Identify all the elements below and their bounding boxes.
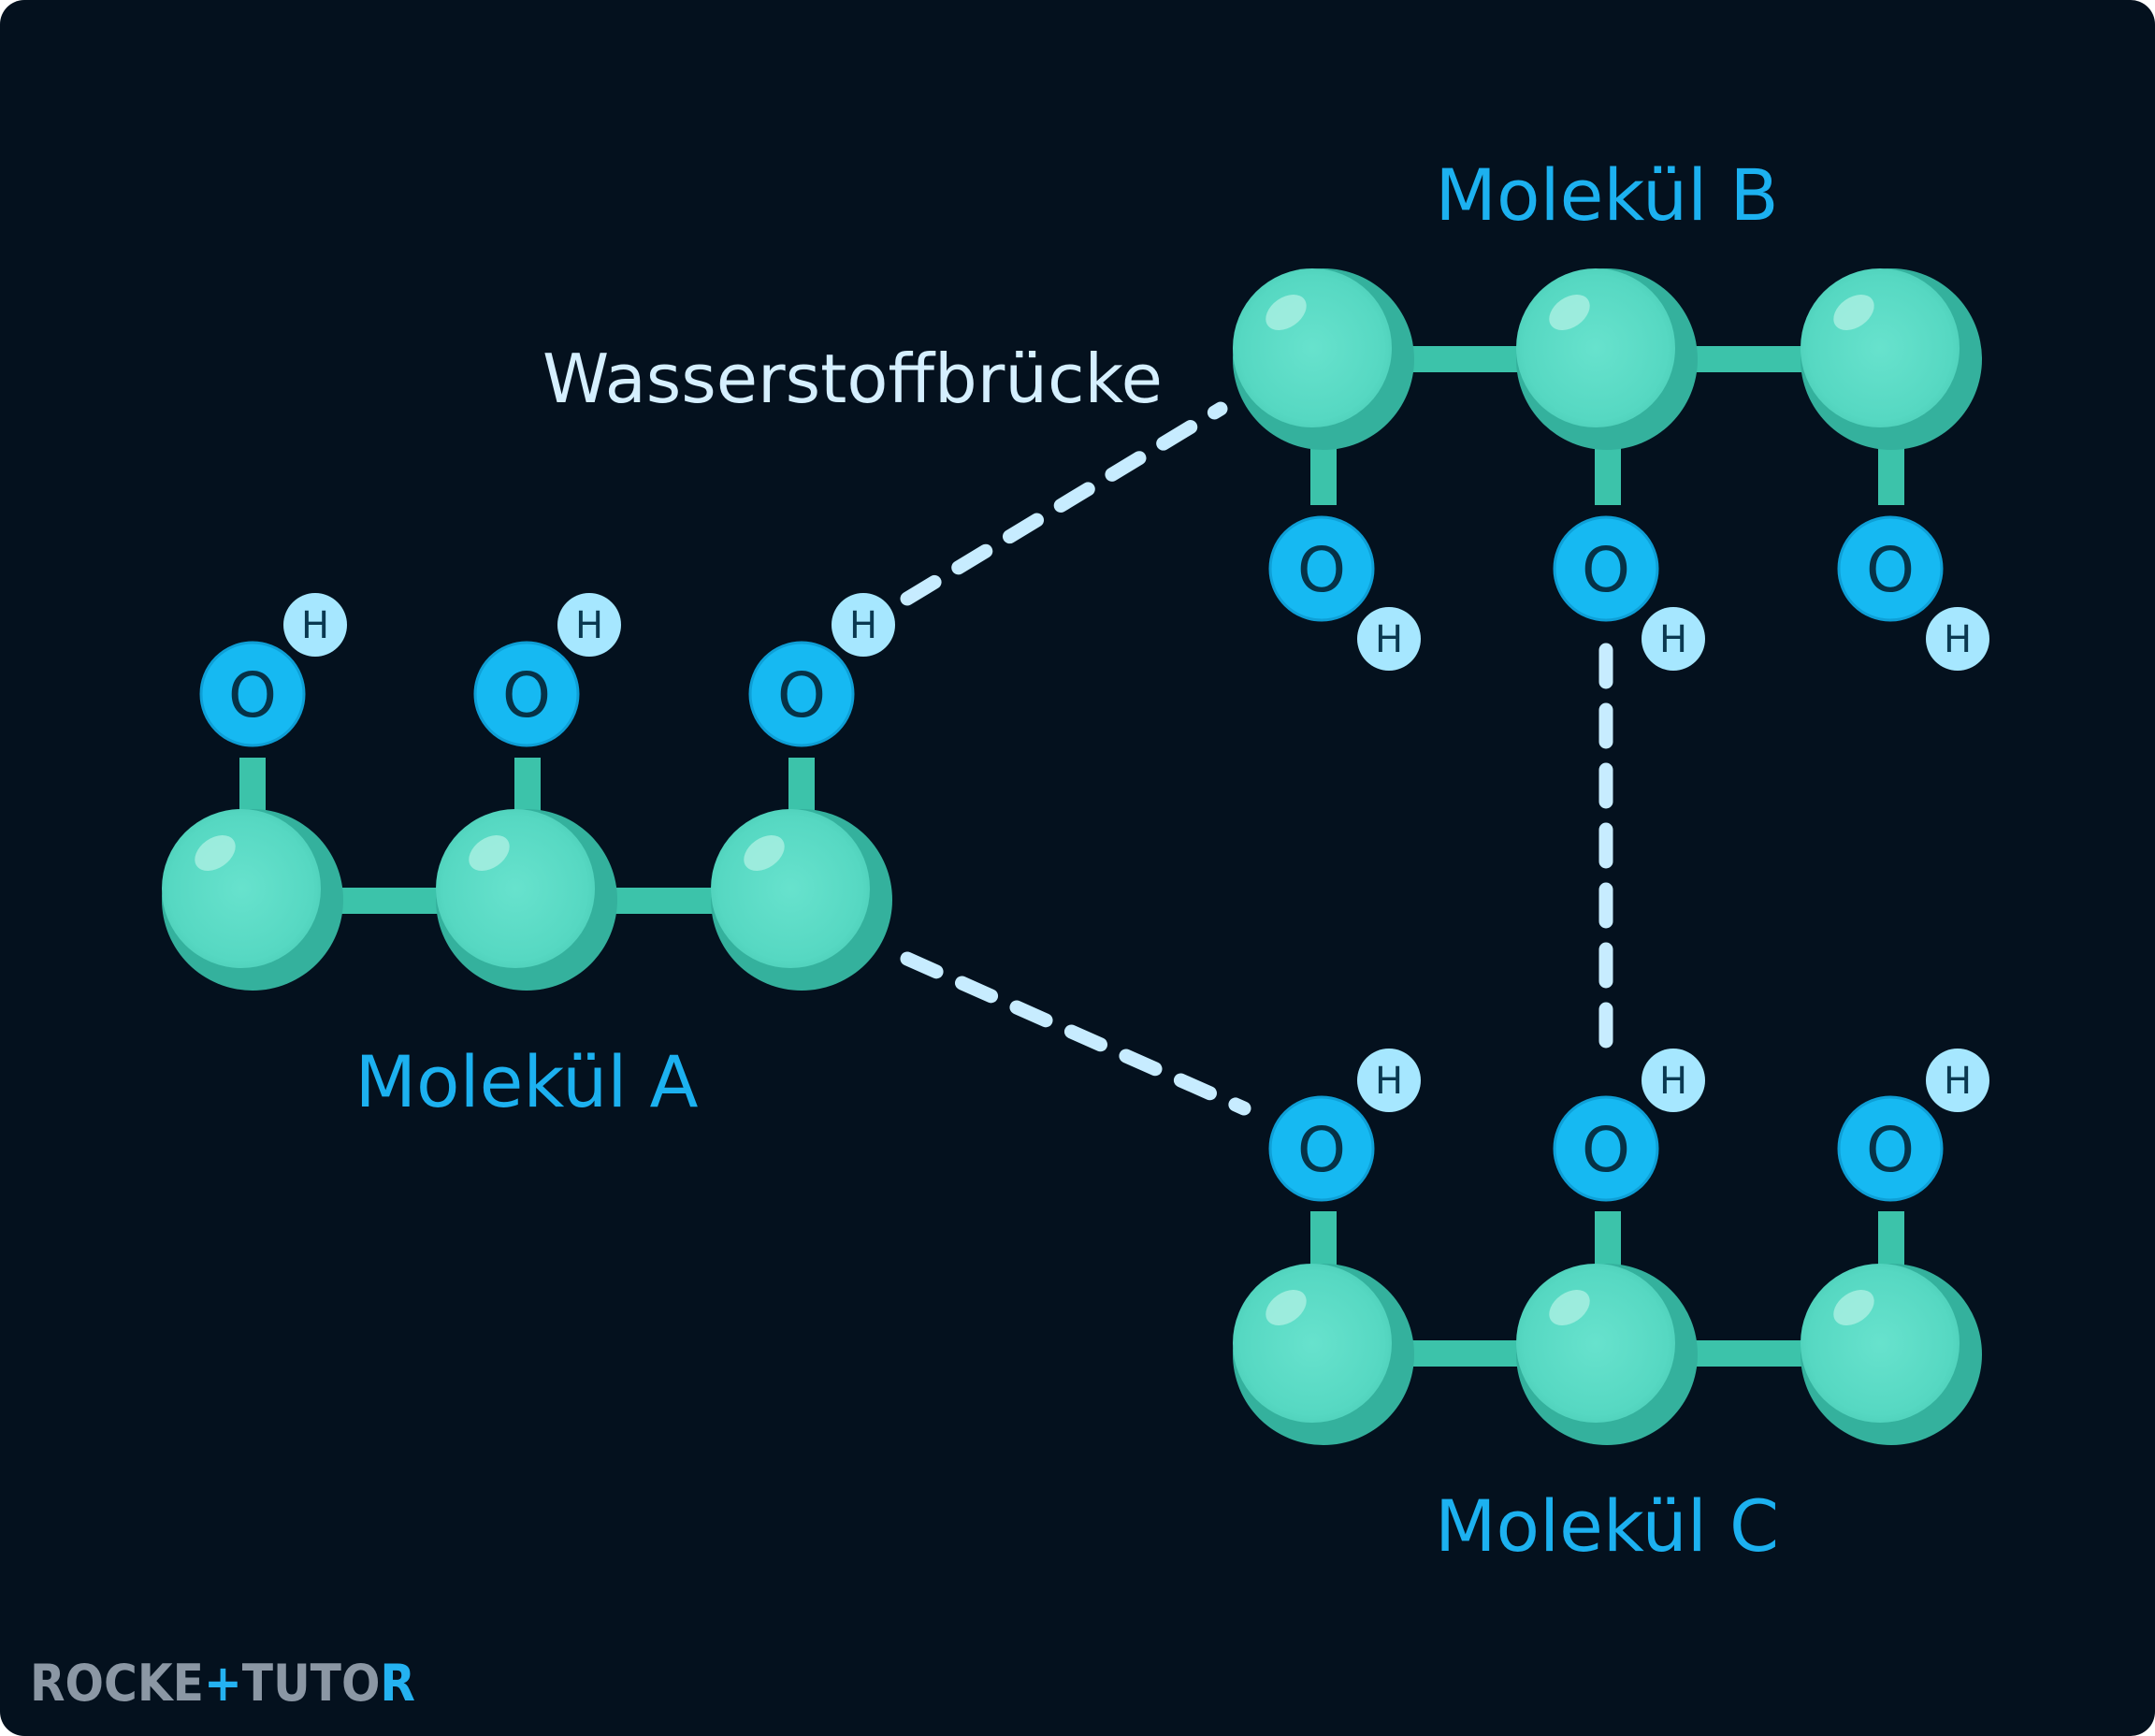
molecule-c-carbon-2: [1516, 1264, 1698, 1445]
hydrogen-bond-label: Wasserstoffbrücke: [542, 340, 1163, 418]
molecule-c-carbon-3: [1801, 1264, 1982, 1445]
molecule-b: [1233, 268, 1989, 671]
hbond-a-to-c: [900, 951, 1251, 1116]
hydrogen-label: H: [1659, 618, 1687, 661]
oxygen-symbols: O O O O O O O O O: [228, 534, 1915, 1186]
hbond-a-to-b: [900, 401, 1228, 606]
brand-logo-part3: R: [380, 1654, 415, 1713]
hydrogen-label: H: [575, 604, 603, 647]
oxygen-label: O: [1866, 534, 1915, 606]
molecule-a-carbon-3: [711, 809, 892, 991]
molecule-c-carbon-1: [1233, 1264, 1414, 1445]
molecule-b-carbon-3: [1801, 268, 1982, 450]
hydrogen-label: H: [1944, 618, 1972, 661]
brand-logo-part1: ROCKE: [30, 1654, 204, 1713]
oxygen-label: O: [1582, 534, 1630, 606]
oxygen-label: O: [228, 659, 277, 731]
oxygen-label: O: [777, 659, 826, 731]
hydrogen-bonds: [900, 401, 1613, 1116]
oxygen-label: O: [1297, 1114, 1346, 1186]
molecule-b-carbon-2: [1516, 268, 1698, 450]
brand-logo: ROCKE+TUTOR: [30, 1654, 415, 1713]
oxygen-label: O: [502, 659, 551, 731]
hydrogen-label: H: [1944, 1060, 1972, 1103]
molecule-c: [1233, 1049, 1989, 1445]
brand-logo-part2: TUTO: [242, 1654, 381, 1713]
molecule-a-label: Molekül A: [354, 1040, 698, 1123]
oxygen-label: O: [1297, 534, 1346, 606]
brand-logo-cross: +: [204, 1654, 242, 1713]
molecule-b-carbon-1: [1233, 268, 1414, 450]
molecule-b-bonds: [1310, 346, 1904, 505]
molecule-b-label: Molekül B: [1435, 153, 1778, 237]
molecule-c-label: Molekül C: [1435, 1484, 1779, 1568]
hydrogen-symbols: H H H H H H H H H: [301, 604, 1972, 1103]
oxygen-label: O: [1582, 1114, 1630, 1186]
hydrogen-label: H: [1375, 1060, 1403, 1103]
hydrogen-label: H: [849, 604, 877, 647]
molecule-c-bonds: [1310, 1211, 1904, 1367]
molecule-a-carbon-1: [162, 809, 343, 991]
hydrogen-label: H: [1659, 1060, 1687, 1103]
molecule-a-carbon-2: [436, 809, 617, 991]
oxygen-label: O: [1866, 1114, 1915, 1186]
hydrogen-label: H: [301, 604, 329, 647]
hydrogen-label: H: [1375, 618, 1403, 661]
molecule-a: [162, 593, 895, 991]
